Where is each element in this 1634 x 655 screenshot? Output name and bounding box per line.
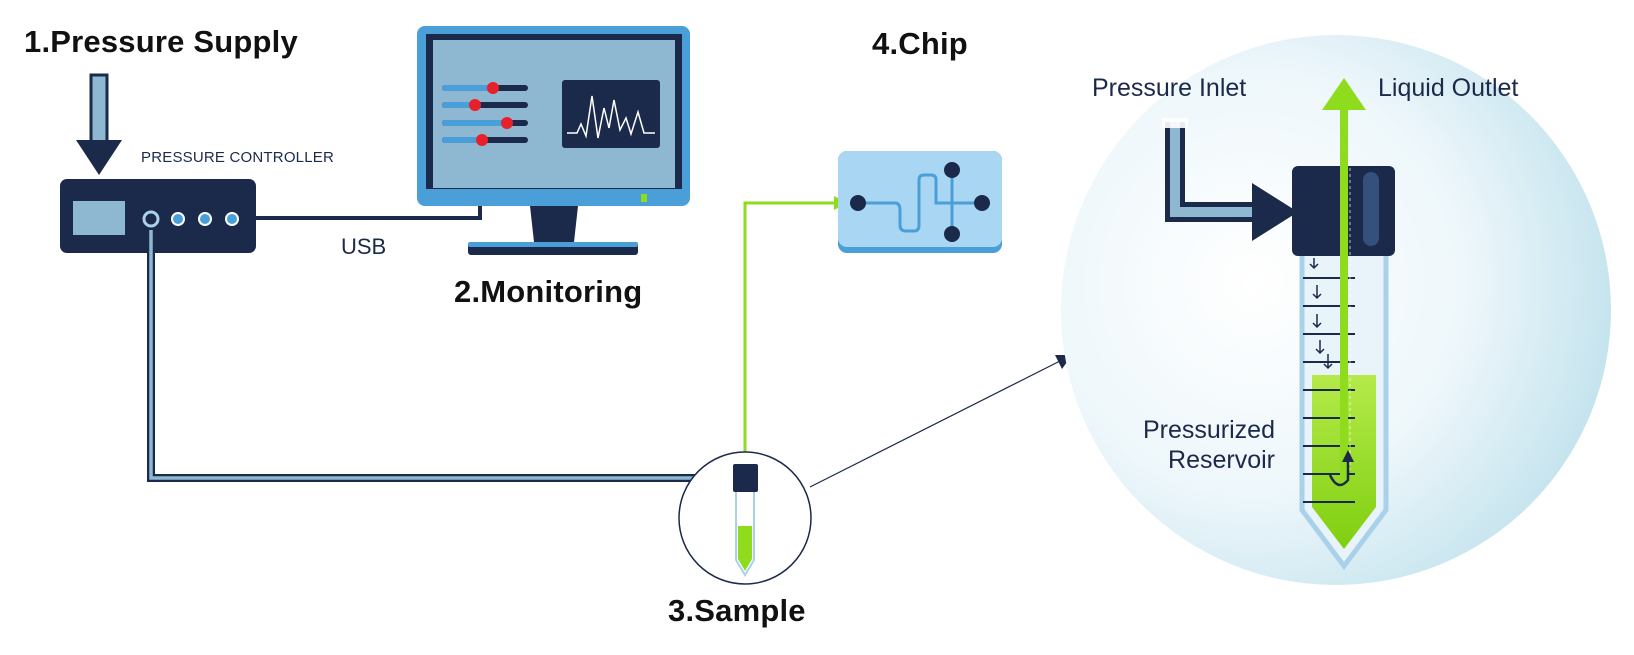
controller-knob-icon <box>225 212 239 226</box>
pressure-inlet-label: Pressure Inlet <box>1092 74 1247 102</box>
slider-controls-icon <box>442 82 528 146</box>
step1-label: 1.Pressure Supply <box>24 24 298 59</box>
controller-knob-icon <box>171 212 185 226</box>
controller-display <box>73 201 125 235</box>
waveform-display-icon <box>562 80 660 148</box>
power-led <box>641 194 647 202</box>
sample-tube-icon <box>678 451 812 585</box>
step4-label: 4.Chip <box>872 26 968 61</box>
pressure-supply-arrow <box>76 73 122 175</box>
pressure-tubing <box>147 230 724 486</box>
reservoir-label: Pressurized Reservoir <box>1120 415 1275 475</box>
pressure-direction-arrows <box>1309 258 1333 370</box>
zoomed-reservoir <box>1061 35 1611 585</box>
reservoir-label-line2: Reservoir <box>1168 446 1275 474</box>
reservoir-label-line1: Pressurized <box>1143 416 1275 444</box>
controller-label: PRESSURE CONTROLLER <box>141 149 335 166</box>
zoom-connector <box>809 355 1072 488</box>
liquid-outlet-arrow <box>1322 78 1366 110</box>
pressure-controller <box>60 179 256 253</box>
usb-label: USB <box>341 234 387 259</box>
step2-label: 2.Monitoring <box>454 274 643 309</box>
microfluidic-chip-icon <box>838 151 1002 253</box>
pressure-inlet-arrow <box>1252 183 1298 241</box>
step3-label: 3.Sample <box>668 593 806 628</box>
controller-knob-icon <box>198 212 212 226</box>
controller-port-icon <box>142 210 160 228</box>
liquid-tubing <box>743 196 848 465</box>
liquid-outlet-label: Liquid Outlet <box>1378 74 1519 102</box>
monitor-icon <box>417 26 690 255</box>
